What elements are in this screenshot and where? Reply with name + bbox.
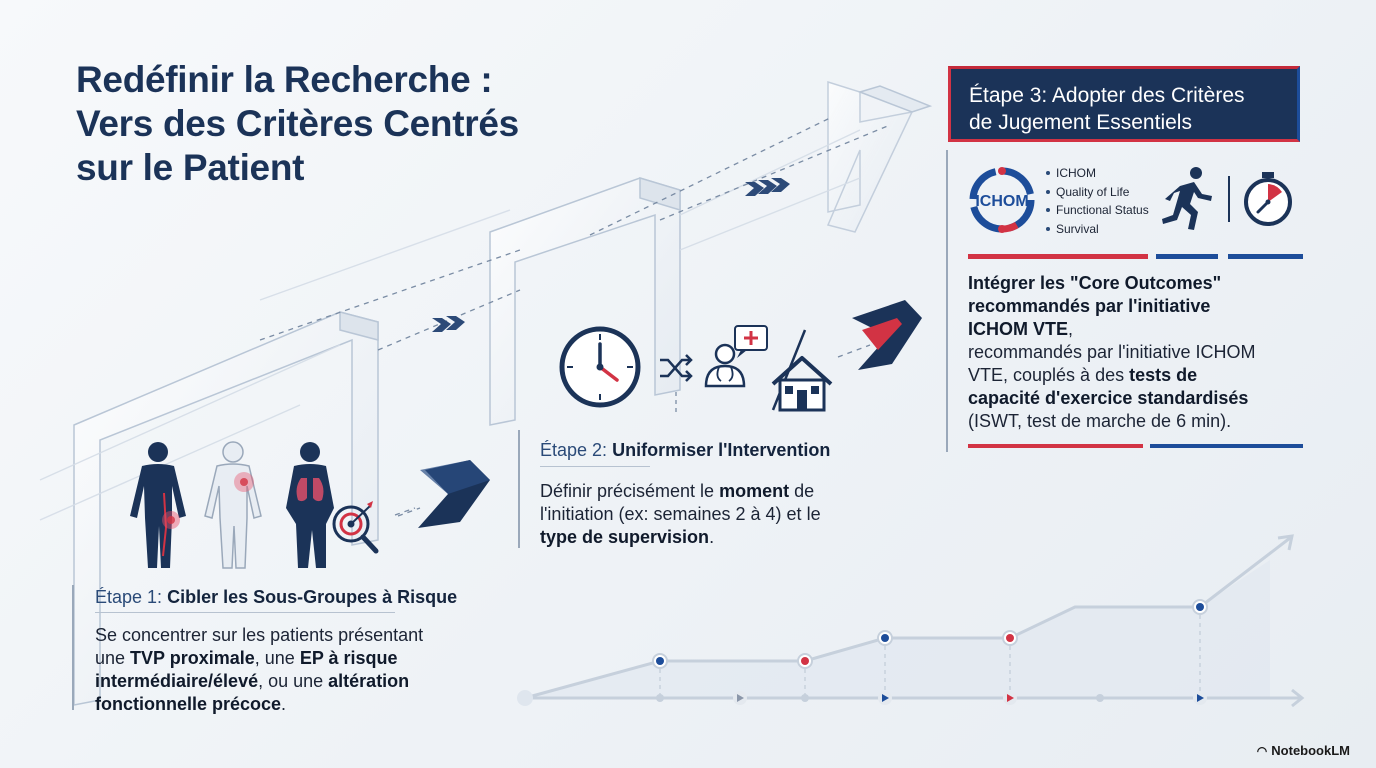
step1-text-0: Se concentrer sur les patients présentan… [95, 625, 424, 645]
step3-bold-line-2: ICHOM VTE [968, 319, 1069, 339]
step2-body: Définir précisément le moment de l'initi… [540, 480, 850, 549]
notebooklm-brand: ◠NotebookLM [1257, 743, 1350, 758]
notebooklm-logo-icon: ◠ [1256, 744, 1268, 758]
chevron-icons [432, 178, 790, 332]
step2-text-0: Définir précisément le [540, 481, 720, 501]
target-magnifier-icon [332, 501, 379, 554]
step1-body: Se concentrer sur les patients présentan… [95, 624, 495, 716]
step3-heading-line2: de Jugement Essentiels [969, 111, 1192, 134]
step1-label: Étape 1: [95, 587, 163, 607]
step1-title: Cibler les Sous-Groupes à Risque [167, 587, 458, 607]
step2-underline [540, 466, 650, 467]
body-leg-highlight-icon [130, 442, 186, 568]
stopwatch-icon [1244, 172, 1292, 226]
step2-icons [559, 325, 833, 414]
shuffle-icon [660, 354, 693, 414]
step3-line-3: capacité d'exercice standardisés [968, 388, 1249, 408]
step3-line-2: tests de [1129, 365, 1198, 385]
dash-path-1 [394, 507, 416, 516]
step3-bold-line-0: Intégrer les "Core Outcomes" [968, 273, 1222, 293]
ichom-logo-text: ICHOM [975, 193, 1028, 210]
step2-text-2: de l'initiation (ex: semaines 2 à 4) et … [540, 481, 821, 524]
step3-heading-line1: Étape 3: Adopter des Critères [969, 84, 1245, 107]
step1-text-6: altération fonctionnelle précoce [95, 671, 410, 714]
progress-timeline [517, 534, 1305, 708]
big-chevron-2 [852, 300, 922, 370]
ichom-list: ICHOM Quality of Life Functional Status … [1046, 164, 1149, 238]
big-chevron-1 [418, 460, 490, 528]
title-line-2: Vers des Critères Centrés [76, 103, 519, 144]
timeline-markers [652, 599, 1208, 669]
step3-bar-blue-top-1 [1156, 254, 1218, 259]
step2-heading: Étape 2: Uniformiser l'Intervention [540, 440, 830, 461]
step3-bar-blue-bottom [1150, 444, 1303, 448]
step3-bold-line-1: recommandés par l'initiative [968, 296, 1211, 316]
step3-line-0: recommandés par l'initiative ICHOM [968, 342, 1256, 362]
step-frames [73, 80, 933, 706]
step1-text-2: TVP proximale [130, 648, 255, 668]
step3-divider [946, 150, 948, 452]
step2-text-3: type de supervision [540, 527, 710, 547]
step2-text-4: . [709, 527, 715, 547]
step3-body: Intégrer les "Core Outcomes" recommandés… [968, 272, 1308, 433]
page-title: Redéfinir la Recherche : Vers des Critèr… [76, 58, 596, 190]
step3-bar-red-bottom [968, 444, 1143, 448]
clock-icon [559, 326, 641, 408]
home-icon [771, 356, 833, 412]
step1-icons [130, 441, 379, 569]
ichom-list-item: Quality of Life [1046, 183, 1149, 202]
step3-line-4: (ISWT, test de marche de 6 min). [968, 411, 1232, 431]
step1-underline [95, 612, 395, 613]
brand-label: NotebookLM [1271, 743, 1350, 758]
step1-text-3: , une [254, 648, 300, 668]
step2-divider [518, 430, 520, 548]
body-lungs-icon [286, 442, 334, 568]
step1-text-7: . [281, 694, 287, 714]
step3-bar-blue-top-2 [1228, 254, 1303, 259]
body-arm-highlight-icon [204, 441, 262, 569]
title-line-3: sur le Patient [76, 147, 305, 188]
step1-text-1: une [95, 648, 131, 668]
step1-divider [72, 585, 74, 710]
ichom-logo: ICHOM [969, 167, 1035, 233]
doctor-icon [704, 325, 768, 388]
step1-heading: Étape 1: Cibler les Sous-Groupes à Risqu… [95, 587, 457, 608]
step1-text-5: , ou une [258, 671, 329, 691]
step1-text-4: EP à risque intermédiaire/élevé [95, 648, 398, 691]
step3-bar-red-top [968, 254, 1148, 259]
step2-title: Uniformiser l'Intervention [612, 440, 831, 460]
step2-text-1: moment [719, 481, 790, 501]
title-line-1: Redéfinir la Recherche : [76, 59, 493, 100]
step3-line-1: VTE, couplés à des [968, 365, 1130, 385]
step3-bold-line-3: , [1068, 319, 1074, 339]
ichom-list-item: Functional Status [1046, 201, 1149, 220]
timeline-play-markers [656, 691, 1207, 705]
ichom-list-item: Survival [1046, 220, 1149, 239]
ichom-list-item: ICHOM [1046, 164, 1149, 183]
step2-label: Étape 2: [540, 440, 608, 460]
step3-icons [1162, 167, 1292, 230]
step3-heading-box: Étape 3: Adopter des Critères de Jugemen… [948, 66, 1300, 142]
runner-icon [1162, 167, 1212, 230]
